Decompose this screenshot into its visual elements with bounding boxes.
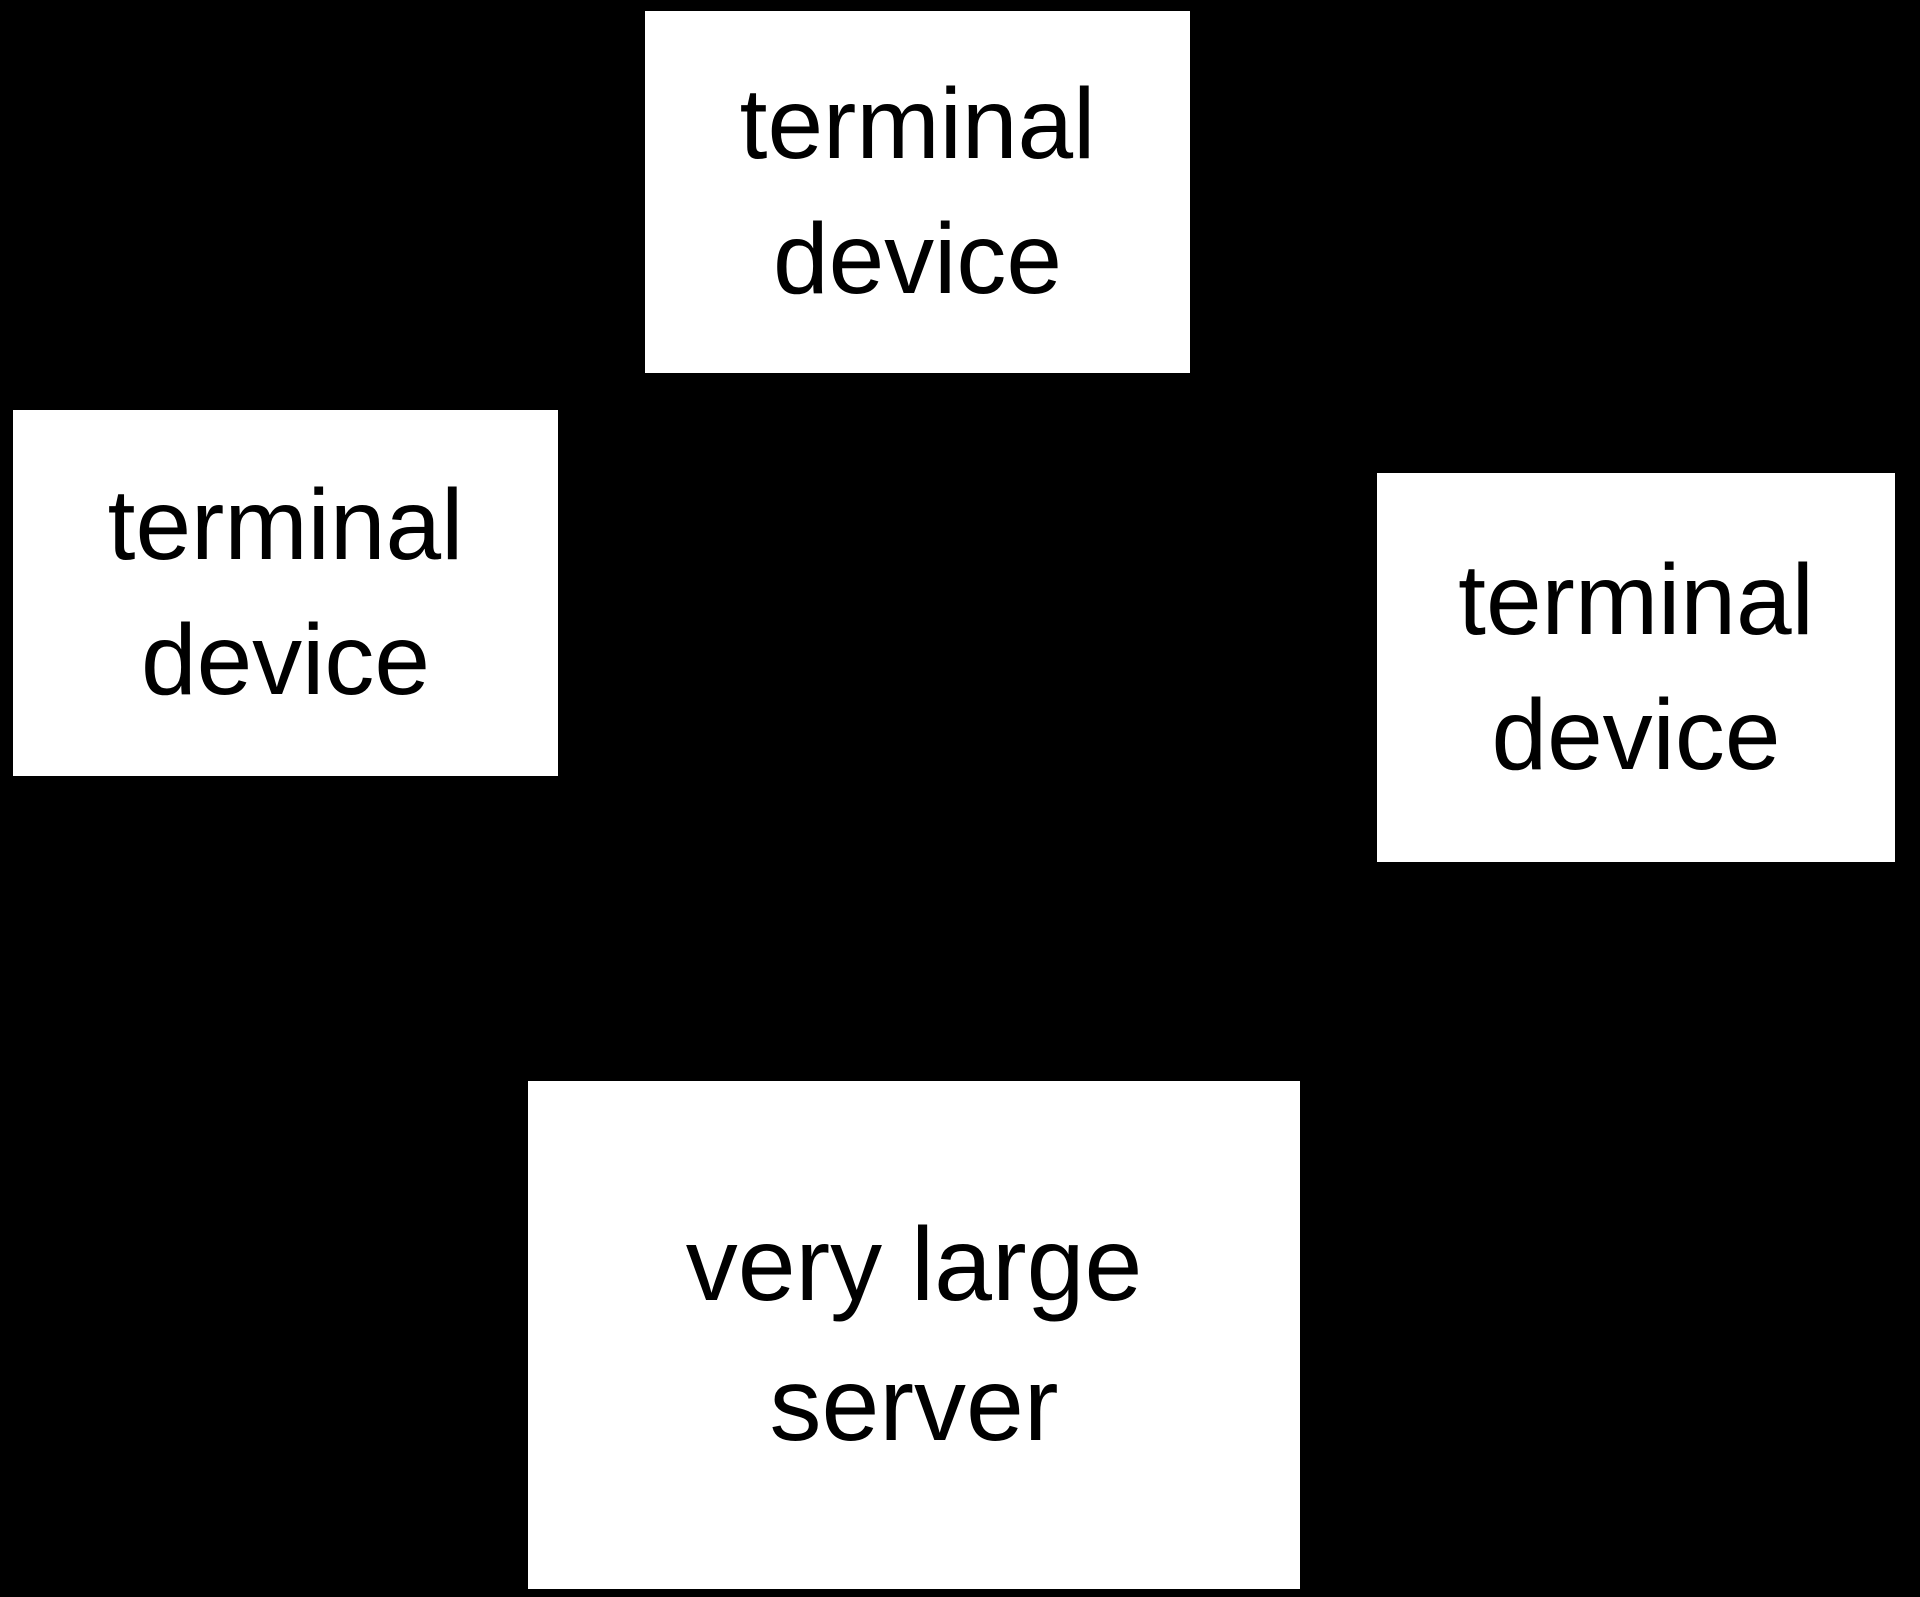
node-terminal-device-top: terminal device: [645, 11, 1190, 373]
node-very-large-server-label: very large server: [686, 1195, 1143, 1476]
node-very-large-server: very large server: [528, 1081, 1300, 1589]
node-terminal-device-right-label: terminal device: [1458, 533, 1814, 803]
node-terminal-device-top-label: terminal device: [740, 57, 1096, 327]
node-label-line: device: [140, 604, 431, 716]
node-terminal-device-left-label: terminal device: [108, 458, 464, 728]
node-label-line: very large: [685, 1206, 1143, 1323]
node-label-line: device: [1491, 678, 1781, 791]
node-terminal-device-right: terminal device: [1377, 473, 1895, 862]
node-label-line: terminal: [1458, 543, 1814, 656]
node-label-line: device: [772, 203, 1063, 315]
node-terminal-device-left: terminal device: [13, 410, 558, 776]
node-label-line: terminal: [107, 469, 464, 581]
node-label-line: server: [769, 1347, 1059, 1463]
node-label-line: terminal: [739, 68, 1096, 180]
